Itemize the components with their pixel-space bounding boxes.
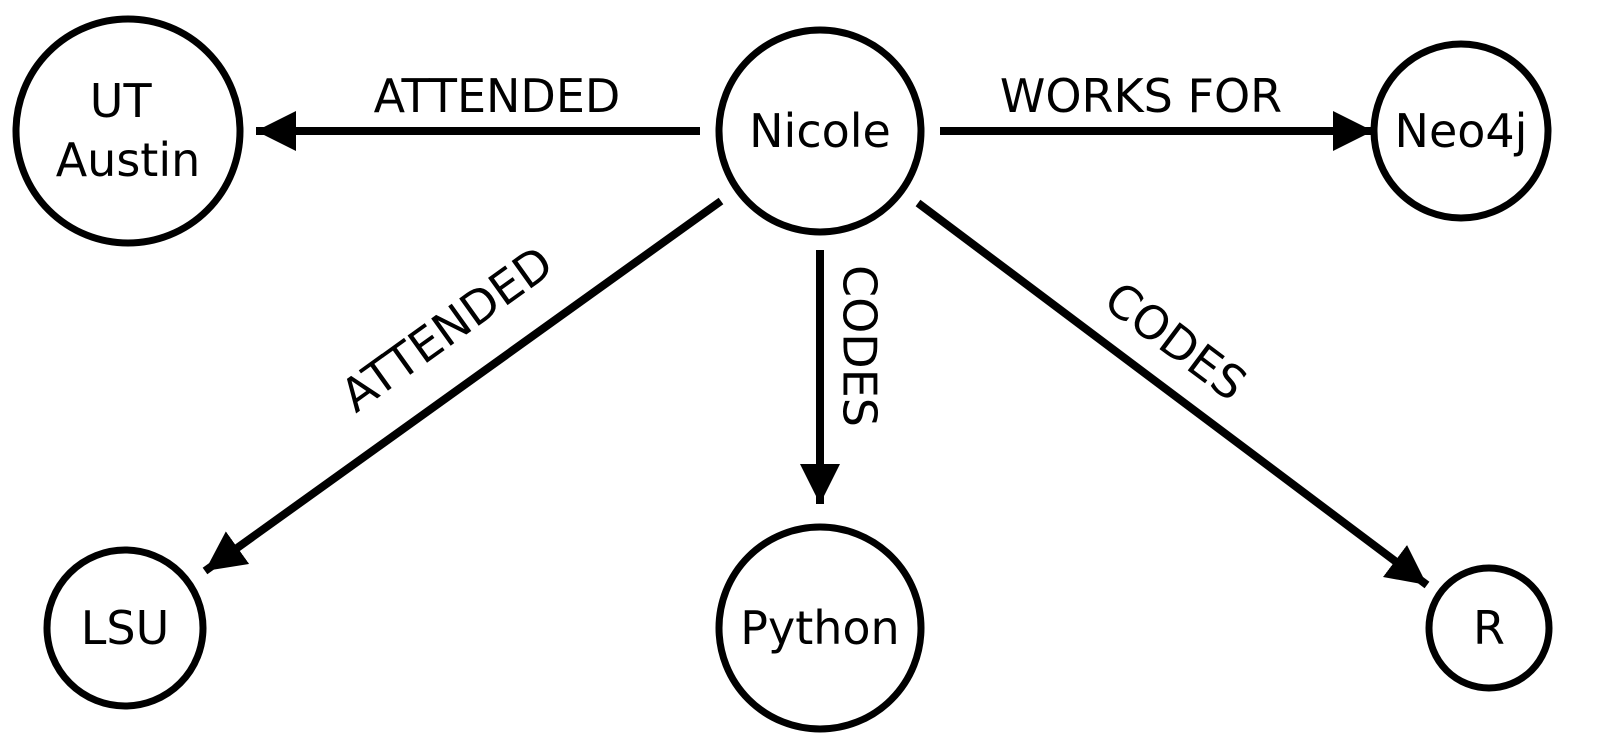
node-nicole[interactable]: Nicole — [715, 26, 925, 236]
edge-label-works-for: WORKS FOR — [1000, 69, 1282, 123]
node-circle — [715, 523, 925, 733]
node-circle — [1370, 40, 1552, 222]
node-circle — [1425, 564, 1553, 692]
node-neo4j[interactable]: Neo4j — [1370, 40, 1552, 222]
edge-label-codes-r: CODES — [1095, 271, 1257, 411]
edge-nicole-works-for-neo4j[interactable]: WORKS FOR — [940, 69, 1373, 151]
edge-label-attended-ut: ATTENDED — [374, 69, 621, 123]
node-circle — [715, 26, 925, 236]
node-label-nicole: Nicole — [749, 104, 891, 158]
node-label-lsu: LSU — [81, 601, 170, 655]
node-label-r: R — [1473, 601, 1505, 655]
node-label-ut-austin: UT Austin — [56, 74, 201, 187]
edge-nicole-codes-python[interactable]: CODES — [800, 250, 887, 504]
edge-nicole-attended-ut-austin[interactable]: ATTENDED — [256, 69, 700, 151]
edge-label-codes-python: CODES — [833, 265, 887, 427]
edge-nicole-attended-lsu[interactable]: ATTENDED — [202, 197, 724, 575]
node-ut-austin[interactable]: UT Austin — [12, 15, 244, 247]
node-circle — [43, 546, 207, 710]
edge-nicole-codes-r[interactable]: CODES — [915, 199, 1430, 589]
node-lsu[interactable]: LSU — [43, 546, 207, 710]
node-label-line-2: Austin — [56, 133, 201, 187]
node-label-python: Python — [740, 601, 899, 655]
node-label-neo4j: Neo4j — [1395, 104, 1528, 158]
edge-line — [202, 197, 724, 575]
node-label-line-1: UT — [90, 74, 153, 128]
node-circle — [12, 15, 244, 247]
node-python[interactable]: Python — [715, 523, 925, 733]
node-r[interactable]: R — [1425, 564, 1553, 692]
nodes: Nicole UT Austin Neo4j LSU Python R — [12, 15, 1553, 733]
edge-line — [915, 199, 1430, 589]
